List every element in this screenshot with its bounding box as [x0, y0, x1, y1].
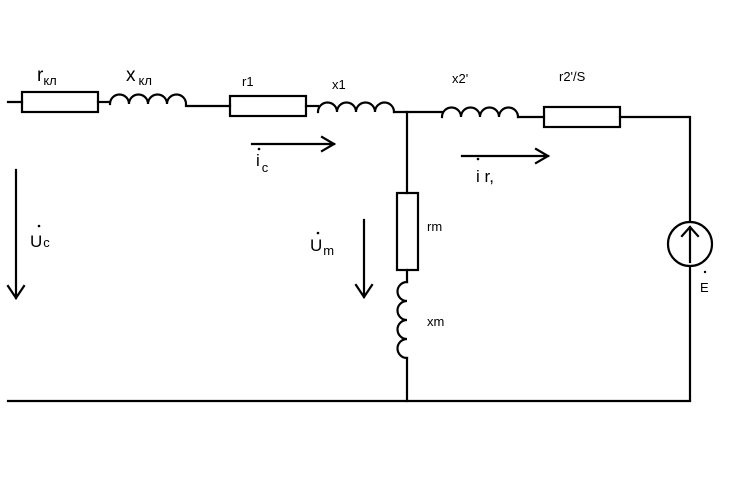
- dot-mark-ir: [476, 157, 480, 161]
- wire-r2s-right: [618, 115, 692, 222]
- inductor-xm: [396, 280, 409, 360]
- emf-source-circle: [666, 220, 714, 268]
- inductor-xkl: [108, 93, 188, 106]
- emf-source-arrow-up-icon: [680, 225, 700, 264]
- resistor-r1: [228, 94, 308, 118]
- current-ic-arrow-right-icon: [250, 135, 337, 153]
- label-r-kl: rкл: [37, 65, 57, 88]
- label-r2s: r2'/S: [559, 69, 586, 84]
- resistor-rm: [395, 191, 420, 272]
- label-xm: xm: [427, 314, 444, 329]
- label-emf-e: E: [700, 280, 709, 295]
- inductor-x1: [316, 101, 396, 114]
- dot-mark-ic: [257, 147, 261, 151]
- dot-mark-e: [703, 270, 707, 274]
- current-ir-arrow-right-icon: [460, 147, 551, 165]
- label-voltage-um: Um: [310, 236, 334, 258]
- label-r1: r1: [242, 74, 254, 89]
- resistor-r2s: [542, 105, 622, 129]
- voltage-um-arrow-down-icon: [354, 218, 374, 299]
- dot-mark-uc: [37, 224, 41, 228]
- label-current-ir: i r,: [476, 167, 494, 186]
- voltage-uc-arrow-down-icon: [6, 168, 26, 300]
- resistor-rkl: [20, 90, 100, 114]
- label-x2: x2': [452, 71, 468, 86]
- label-voltage-uc: Uc: [30, 232, 50, 251]
- dot-mark-um: [316, 231, 320, 235]
- label-x1: x1: [332, 77, 346, 92]
- inductor-x2: [440, 106, 520, 119]
- label-rm: rm: [427, 219, 442, 234]
